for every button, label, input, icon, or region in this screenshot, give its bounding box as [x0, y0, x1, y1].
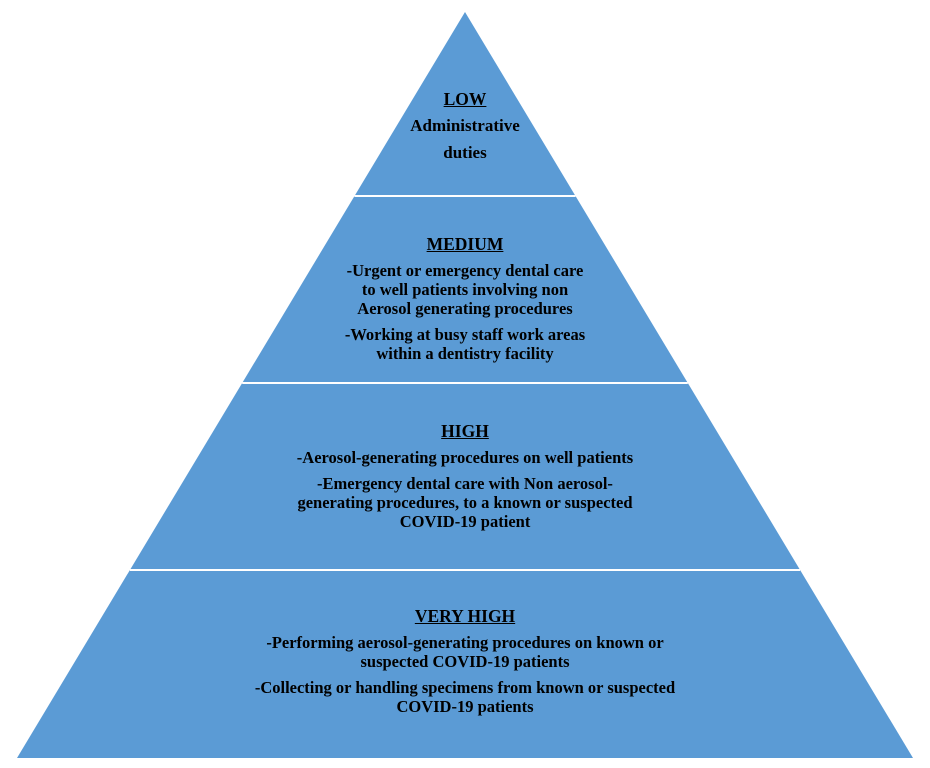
- tier-low: LOW Administrative duties: [0, 88, 930, 166]
- tier-very-high-item-1: -Performing aerosol-generating procedure…: [266, 633, 664, 671]
- tier-very-high-item-2: -Collecting or handling specimens from k…: [254, 678, 676, 716]
- pyramid-triangle: [17, 12, 913, 758]
- tier-high-item-2: -Emergency dental care with Non aerosol-…: [297, 474, 633, 531]
- tier-very-high: VERY HIGH -Performing aerosol-generating…: [0, 605, 930, 723]
- tier-low-item-1: Administrative duties: [410, 116, 520, 162]
- tier-low-title: LOW: [443, 89, 487, 109]
- tier-high: HIGH -Aerosol-generating procedures on w…: [0, 420, 930, 538]
- tier-medium-item-1: -Urgent or emergency dental care to well…: [346, 261, 584, 318]
- tier-very-high-title: VERY HIGH: [414, 606, 516, 626]
- tier-medium-item-2: -Working at busy staff work areas within…: [344, 325, 586, 363]
- tier-high-item-1: -Aerosol-generating procedures on well p…: [296, 448, 634, 467]
- tier-high-title: HIGH: [441, 421, 489, 441]
- tier-medium: MEDIUM -Urgent or emergency dental care …: [0, 233, 930, 370]
- tier-medium-title: MEDIUM: [426, 234, 504, 254]
